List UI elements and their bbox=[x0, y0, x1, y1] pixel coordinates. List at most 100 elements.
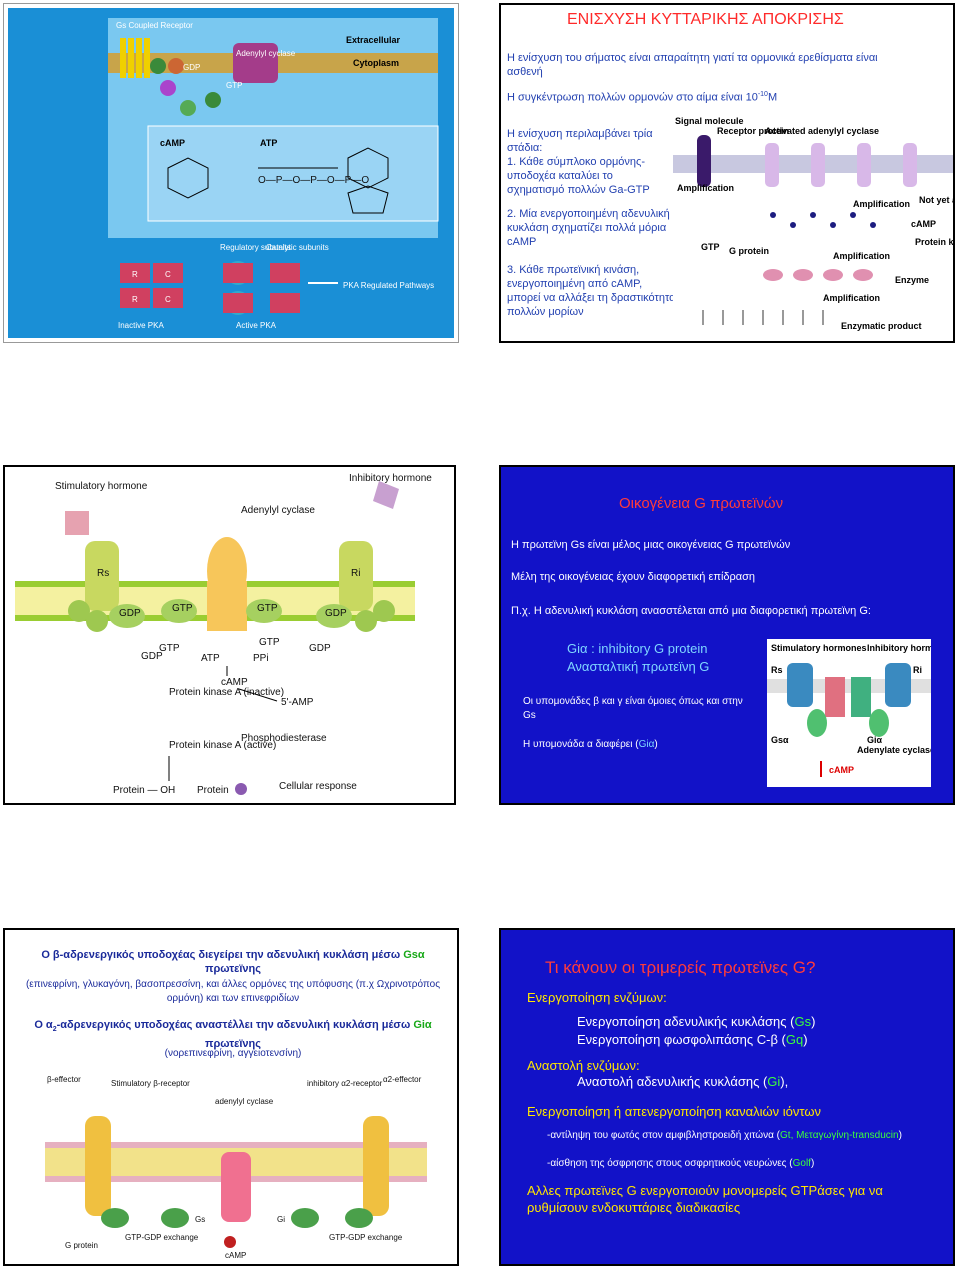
amplification-label-2: Amplification bbox=[853, 199, 910, 209]
slide-2-step1: 1. Κάθε σύμπλοκο ορμόνης-υποδοχέα καταλύ… bbox=[507, 155, 667, 197]
gi-label-5: Gi bbox=[277, 1215, 285, 1224]
gs-label-4: Gsα bbox=[771, 735, 789, 745]
atp-label: ATP bbox=[260, 138, 277, 148]
slide-4-gia-line2: Ανασταλτική πρωτεϊνη G bbox=[567, 659, 709, 674]
adenylyl-cyclase-label: Adenylyl cyclase bbox=[241, 505, 315, 516]
phosphodiesterase-label: Phosphodiesterase bbox=[241, 733, 327, 744]
adenylyl-label-5: adenylyl cyclase bbox=[215, 1097, 274, 1106]
stim-receptor-label: Stimulatory β-receptor bbox=[111, 1079, 190, 1088]
slide-2-title: ΕΝΙΣΧΥΣΗ ΚΥΤΤΑΡΙΚΗΣ ΑΠΟΚΡΙΣΗΣ bbox=[567, 11, 844, 29]
slide-2-step2: 2. Μία ενεργοποιημένη αδενυλική κυκλάση … bbox=[507, 207, 677, 249]
slide-6: Τι κάνουν οι τριμερείς πρωτεϊνες G? Ενερ… bbox=[499, 928, 955, 1266]
slide-4: Οικογένεια G πρωτεϊνών Η πρωτεϊνη Gs είν… bbox=[499, 465, 955, 805]
slide-6-h2: Αναστολή ενζύμων: bbox=[527, 1058, 640, 1073]
amplification-label-4: Amplification bbox=[823, 293, 880, 303]
slide-4-gia-line1: Giα : inhibitory G protein bbox=[567, 641, 707, 656]
camp-structure-label: cAMP bbox=[160, 138, 185, 148]
slide-4-p1: Η πρωτεϊνη Gs είναι μέλος μιας οικογένει… bbox=[511, 539, 790, 551]
g-protein-label: G protein bbox=[729, 246, 769, 256]
pka-pathways-label: PKA Regulated Pathways bbox=[343, 281, 434, 290]
amp-label: 5'-AMP bbox=[281, 697, 314, 708]
amplification-label-3: Amplification bbox=[833, 251, 890, 261]
g-protein-label-5: G protein bbox=[65, 1241, 98, 1250]
beta-effector-label: β-effector bbox=[47, 1075, 81, 1084]
gdp-label-d: GDP bbox=[309, 643, 331, 654]
adenylyl-cyclase-regulation-diagram: Stimulatory hormone Inhibitory hormone A… bbox=[9, 471, 452, 801]
enzyme-label: Enzyme bbox=[895, 275, 929, 285]
gtp-label-a: GTP bbox=[172, 603, 193, 614]
inhib-hormone-label: Inhibitory hormone bbox=[349, 473, 432, 484]
slide-2-p3: Η ενίσχυση περιλαμβάνει τρία στάδια: bbox=[507, 127, 667, 155]
amplification-label-1: Amplification bbox=[677, 183, 734, 193]
not-yet-activated-label: Not yet activated bbox=[919, 195, 953, 205]
inhib-hormones-label: Inhibitory hormones bbox=[867, 643, 931, 653]
alpha-effector-label: α2-effector bbox=[383, 1075, 422, 1084]
activated-ac-label: Activated adenylyl cyclase bbox=[765, 126, 879, 136]
active-pka-label: Active PKA bbox=[236, 321, 277, 330]
inactive-pka-label: Inactive PKA bbox=[118, 321, 164, 330]
ri-label: Ri bbox=[351, 568, 360, 579]
gs-label-5: Gs bbox=[195, 1215, 205, 1224]
adenylate-label: Adenylate cyclase bbox=[857, 745, 931, 755]
gdp-label-a: GDP bbox=[119, 608, 141, 619]
protein-p-label: Protein bbox=[197, 785, 229, 796]
slide-6-l3: Αναστολή αδενυλικής κυκλάσης (Gi), bbox=[577, 1074, 788, 1089]
camp-label-4: cAMP bbox=[829, 765, 854, 775]
svg-text:R: R bbox=[132, 270, 138, 279]
slide-3: Stimulatory hormone Inhibitory hormone A… bbox=[3, 465, 456, 805]
slide-5-h1: Ο β-αδρενεργικός υποδοχέας διεγείρει την… bbox=[15, 948, 451, 976]
rs-label: Rs bbox=[97, 568, 109, 579]
gtp-gdp-exchange-label-1: GTP-GDP exchange bbox=[125, 1233, 199, 1242]
cellular-response-label: Cellular response bbox=[279, 781, 357, 792]
svg-text:O—P—O—P—O—P—O: O—P—O—P—O—P—O bbox=[258, 175, 369, 186]
gi-label-4: Giα bbox=[867, 735, 883, 745]
camp-label: cAMP bbox=[911, 219, 936, 229]
camp-pka-diagram: Extracellular Cytoplasm Gs Coupled Recep… bbox=[8, 8, 454, 338]
slide-6-title: Τι κάνουν οι τριμερείς πρωτεϊνες G? bbox=[545, 958, 815, 978]
adenylyl-label: Adenylyl cyclase bbox=[236, 49, 296, 58]
slide-4-p2: Μέλη της οικογένειας έχουν διαφορετική ε… bbox=[511, 571, 755, 583]
gtp-label: GTP bbox=[226, 81, 242, 90]
signal-molecule-label: Signal molecule bbox=[675, 116, 744, 126]
svg-text:C: C bbox=[165, 270, 171, 279]
slide-6-l2: Ενεργοποίηση φωσφολιπάσης C-β (Gq) bbox=[577, 1032, 808, 1047]
slide-6-b1: -αντίληψη του φωτός στον αμφιβληστροειδή… bbox=[547, 1130, 902, 1141]
atp-label-3: ATP bbox=[201, 653, 220, 664]
protein-kinase-label: Protein kinase bbox=[915, 237, 953, 247]
slide-6-footer: Αλλες πρωτεϊνες G ενεργοποιούν μονομερεί… bbox=[527, 1182, 937, 1216]
gs-gi-diagram: Stimulatory hormones Inhibitory hormones… bbox=[767, 639, 931, 787]
gdp-label: GDP bbox=[183, 63, 200, 72]
slide-2: ΕΝΙΣΧΥΣΗ ΚΥΤΤΑΡΙΚΗΣ ΑΠΟΚΡΙΣΗΣ Η ενίσχυση… bbox=[499, 3, 955, 343]
slide-5: Ο β-αδρενεργικός υποδοχέας διεγείρει την… bbox=[3, 928, 459, 1266]
svg-text:C: C bbox=[165, 295, 171, 304]
ppi-label: PPi bbox=[253, 653, 269, 664]
slide-2-step3: 3. Κάθε πρωτεϊνική κινάση, ενεργοποιημέν… bbox=[507, 263, 677, 319]
camp-label-5: cAMP bbox=[225, 1251, 246, 1260]
adrenergic-receptor-diagram: β-effector Stimulatory β-receptor adenyl… bbox=[45, 1072, 427, 1262]
pka-inactive-label: Protein kinase A (inactive) bbox=[169, 687, 284, 698]
amplification-diagram: Signal molecule Receptor protein Activat… bbox=[673, 115, 953, 337]
slide-6-h3: Ενεργοποίηση ή απενεργοποίηση καναλιών ι… bbox=[527, 1104, 821, 1119]
slide-6-b2: -αίσθηση της όσφρησης στους οσφρητικούς … bbox=[547, 1158, 814, 1169]
extracellular-label: Extracellular bbox=[346, 35, 401, 45]
gtp-label-d: GTP bbox=[259, 637, 280, 648]
slide-5-h2-sub: (νορεπινεφρίνη, αγγειοτενσίνη) bbox=[15, 1048, 451, 1059]
slide-6-h1: Ενεργοποίηση ενζύμων: bbox=[527, 990, 667, 1005]
slide-4-p4: Οι υπομονάδες β και γ είναι όμοιες όπως … bbox=[523, 695, 753, 723]
gdp-label-c: GDP bbox=[141, 651, 163, 662]
slide-4-title: Οικογένεια G πρωτεϊνών bbox=[619, 495, 783, 512]
slide-1: Extracellular Cytoplasm Gs Coupled Recep… bbox=[3, 3, 459, 343]
slide-2-p2: Η συγκέντρωση πολλών ορμονών στο αίμα εί… bbox=[507, 91, 777, 104]
ri-label-4: Ri bbox=[913, 665, 922, 675]
protein-oh-label: Protein — OH bbox=[113, 785, 175, 796]
gtp-label-2: GTP bbox=[701, 242, 720, 252]
gs-receptor-label: Gs Coupled Receptor bbox=[116, 21, 193, 30]
slide-4-p3: Π.χ. Η αδενυλική κυκλάση ανασστέλεται απ… bbox=[511, 605, 871, 617]
enzymatic-product-label: Enzymatic product bbox=[841, 321, 922, 331]
stim-hormone-label: Stimulatory hormone bbox=[55, 481, 148, 492]
gtp-gdp-exchange-label-2: GTP-GDP exchange bbox=[329, 1233, 403, 1242]
slide-4-p5: Η υπομονάδα α διαφέρει (Giα) bbox=[523, 739, 658, 750]
catalytic-label: Catalytic subunits bbox=[266, 243, 329, 252]
slide-5-h1-sub: (επινεφρίνη, γλυκαγόνη, βασοπρεσσίνη, κα… bbox=[15, 978, 451, 1006]
slide-6-l1: Ενεργοποίηση αδενυλικής κυκλάσης (Gs) bbox=[577, 1014, 815, 1029]
